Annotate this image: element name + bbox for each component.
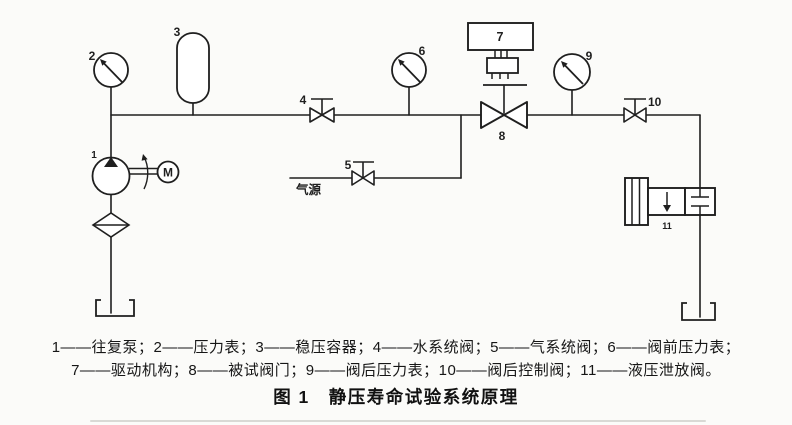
label-vessel-3: 3 <box>174 25 181 39</box>
legend-line-2: 7——驱动机构；8——被试阀门；9——阀后压力表；10——阀后控制阀；11——液… <box>71 362 721 379</box>
figure-caption: 图 1 静压寿命试验系统原理 <box>273 387 519 407</box>
tank-right <box>681 302 716 321</box>
drive-mechanism <box>467 22 534 86</box>
label-gauge-6: 6 <box>419 44 426 58</box>
label-valve-8: 8 <box>499 129 506 143</box>
legend-line-1: 1——往复泵；2——压力表；3——稳压容器；4——水系统阀；5——气系统阀；6—… <box>51 339 741 356</box>
motor-letter: M <box>163 166 173 180</box>
gas-system-valve-5 <box>351 161 375 186</box>
label-gauge-2: 2 <box>89 49 96 63</box>
pressure-gauge-6 <box>391 52 427 88</box>
label-valve-5: 5 <box>345 158 352 172</box>
suction-filter <box>91 212 131 238</box>
rotation-arrow <box>143 156 149 190</box>
legend: 1——往复泵；2——压力表；3——稳压容器；4——水系统阀；5——气系统阀；6—… <box>0 336 792 382</box>
label-relief-11: 11 <box>662 221 672 231</box>
label-valve-4: 4 <box>300 93 307 107</box>
gas-source-label: 气源 <box>295 182 322 197</box>
scan-smudge <box>90 420 706 422</box>
label-gauge-9: 9 <box>586 49 593 63</box>
pressure-gauge-9 <box>553 53 591 91</box>
test-valve-8 <box>480 101 528 129</box>
label-pump-1: 1 <box>91 150 97 161</box>
label-drive-7: 7 <box>497 30 504 44</box>
accumulator-vessel <box>176 32 210 104</box>
outlet-control-valve-10 <box>623 98 647 123</box>
motor: M <box>156 160 180 184</box>
reciprocating-pump <box>91 154 158 196</box>
relief-valve <box>624 177 716 226</box>
pressure-gauge-2 <box>93 52 129 88</box>
schematic-diagram: 2 3 M 1 <box>89 22 716 321</box>
water-system-valve-4 <box>309 98 335 123</box>
pipe-lines <box>110 84 701 318</box>
tank-left <box>95 299 135 317</box>
label-valve-10: 10 <box>648 95 662 109</box>
